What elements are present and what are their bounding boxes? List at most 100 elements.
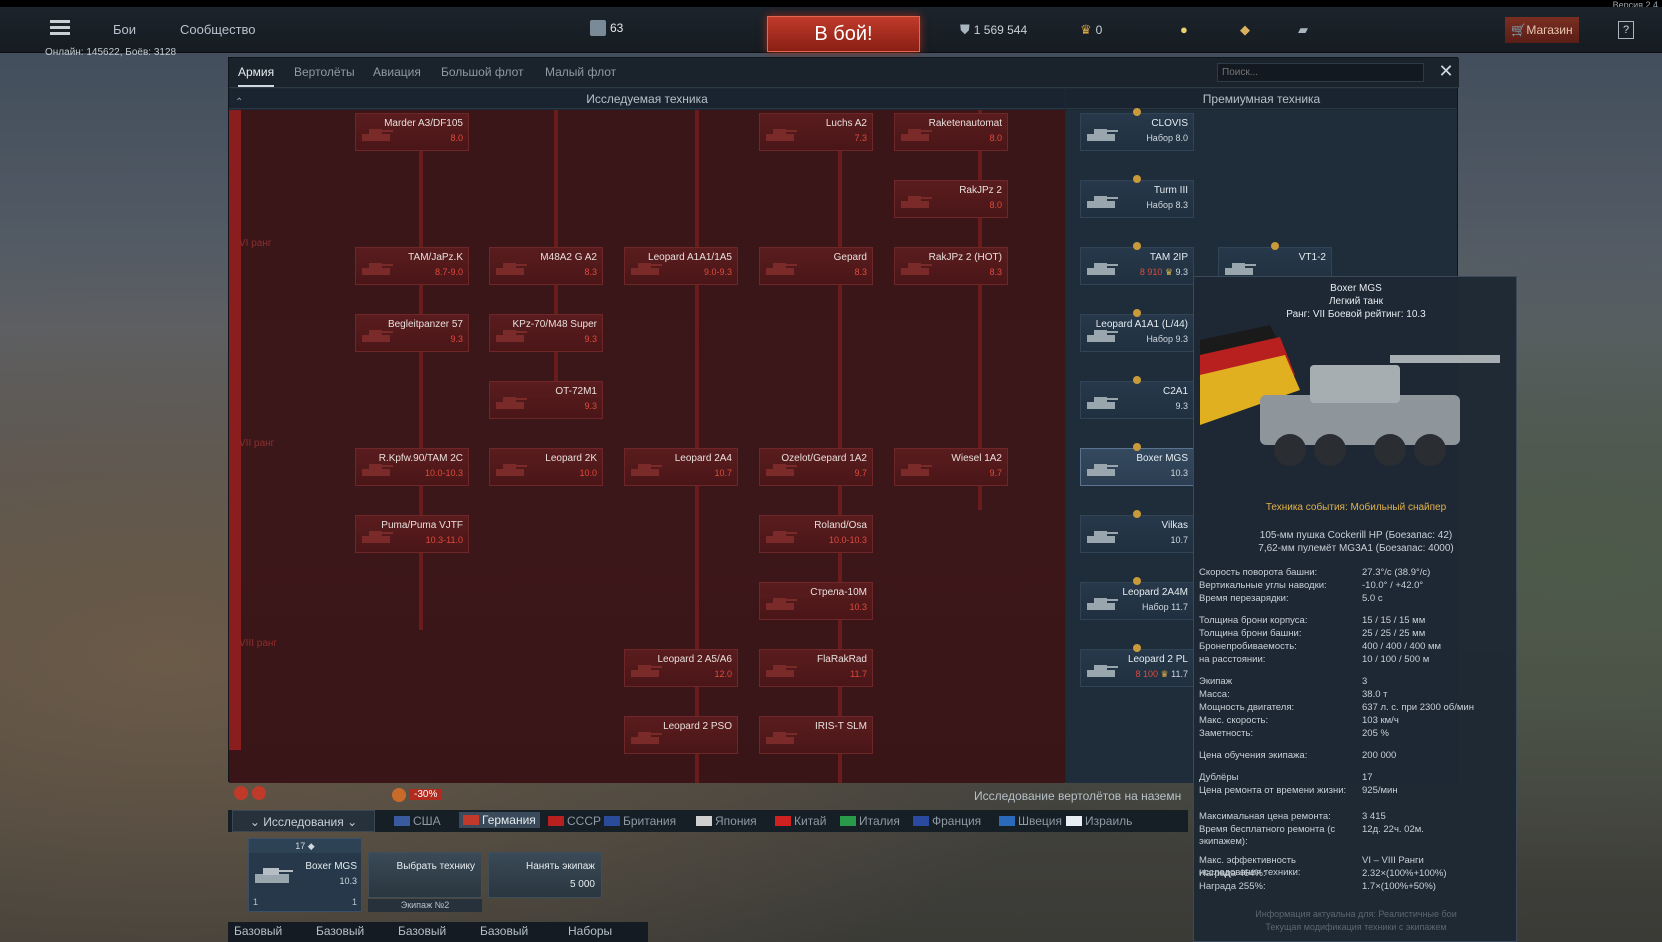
stat-key: Дублёры bbox=[1199, 772, 1239, 783]
tree-vehicle-card[interactable]: IRIS-T SLM bbox=[759, 716, 873, 754]
nation-tab[interactable]: Франция bbox=[913, 814, 981, 828]
vehicle-br: 9.3 bbox=[584, 401, 597, 411]
lightbulb-icon[interactable]: ● bbox=[1180, 22, 1188, 37]
crew-level: 1 bbox=[253, 897, 259, 907]
battles-link[interactable]: Бои bbox=[113, 22, 137, 37]
tank-icon bbox=[766, 665, 797, 677]
close-icon[interactable]: ✕ bbox=[1438, 61, 1454, 81]
preset-tab[interactable]: Базовый bbox=[234, 924, 283, 938]
nation-tab[interactable]: Япония bbox=[696, 814, 757, 828]
rank-mark-8: VIII ранг bbox=[239, 638, 278, 649]
vehicle-name: Raketenautomat bbox=[928, 118, 1002, 129]
tab-aviation[interactable]: Авиация bbox=[373, 65, 421, 79]
tab-helicopters[interactable]: Вертолёты bbox=[294, 65, 355, 79]
nation-tab[interactable]: Германия bbox=[459, 812, 540, 828]
tab-coastal[interactable]: Малый флот bbox=[545, 65, 617, 79]
nation-label: Германия bbox=[482, 813, 536, 827]
preset-tab[interactable]: Базовый bbox=[480, 924, 529, 938]
nation-label: Швеция bbox=[1018, 814, 1062, 828]
vehicle-name: Roland/Osa bbox=[814, 520, 867, 531]
crew-vehicle-br: 10.3 bbox=[339, 876, 357, 886]
shop-label: Магазин bbox=[1526, 23, 1573, 37]
stat-value: 27.3°/с (38.9°/с) bbox=[1362, 567, 1431, 578]
crew-slot-vehicle[interactable]: 17 ◆ Boxer MGS 10.3 1 1 bbox=[248, 838, 362, 912]
choose-vehicle-button[interactable]: Выбрать технику bbox=[368, 852, 482, 898]
nation-tab[interactable]: Британия bbox=[604, 814, 676, 828]
tab-army[interactable]: Армия bbox=[238, 65, 275, 87]
shop-button[interactable]: 🛒Магазин bbox=[1505, 17, 1579, 43]
vehicle-name: FlaRakRad bbox=[816, 654, 867, 665]
nation-tab[interactable]: Швеция bbox=[999, 814, 1062, 828]
tree-vehicle-card[interactable]: Leopard 2 PSO bbox=[624, 716, 738, 754]
tab-bluewater[interactable]: Большой флот bbox=[441, 65, 524, 79]
community-link[interactable]: Сообщество bbox=[180, 22, 256, 37]
to-battle-button[interactable]: В бой! bbox=[767, 16, 920, 52]
hire-crew-button[interactable]: Нанять экипаж 5 000 bbox=[488, 852, 602, 898]
sale-icon bbox=[252, 786, 266, 800]
nation-tab[interactable]: СССР bbox=[548, 814, 601, 828]
nation-tab[interactable]: Израиль bbox=[1066, 814, 1132, 828]
coupon-icon[interactable]: ▰ bbox=[1298, 22, 1308, 37]
collapse-icon[interactable]: ⌃ bbox=[235, 97, 244, 108]
presets-tab[interactable]: Наборы bbox=[568, 924, 613, 938]
nation-tab[interactable]: Китай bbox=[775, 814, 826, 828]
player-rank[interactable]: 63 bbox=[590, 20, 623, 36]
discount-badges[interactable] bbox=[234, 786, 266, 800]
preset-tab[interactable]: Базовый bbox=[316, 924, 365, 938]
flag-icon bbox=[463, 815, 479, 825]
notification-icon[interactable]: ◆ bbox=[1240, 22, 1250, 37]
research-tab[interactable]: ⌄ Исследования ⌄ bbox=[232, 810, 375, 832]
help-button[interactable]: ? bbox=[1618, 21, 1634, 39]
nation-tab[interactable]: Италия bbox=[840, 814, 900, 828]
nation-label: Япония bbox=[715, 814, 757, 828]
hamburger-menu-icon[interactable] bbox=[50, 20, 70, 36]
vehicle-br: 12.0 bbox=[714, 669, 732, 679]
top-bar: Бои Сообщество Онлайн: 145622, Боёв: 312… bbox=[0, 7, 1662, 58]
tree-vehicle-card[interactable]: RakJPz 2 (HOT)8.3 bbox=[894, 247, 1008, 285]
tank-icon bbox=[362, 531, 393, 543]
vehicle-name: Marder A3/DF105 bbox=[384, 118, 463, 129]
vehicle-name: Leopard 2 A5/A6 bbox=[657, 654, 732, 665]
tree-vehicle-card[interactable]: Leopard 2 A5/A6 12.0 bbox=[624, 649, 738, 687]
stat-key: Вертикальные углы наводки: bbox=[1199, 580, 1327, 591]
preset-tab[interactable]: Базовый bbox=[398, 924, 447, 938]
golden-eagles[interactable]: ♛ 0 bbox=[1080, 22, 1102, 38]
nation-tab[interactable]: США bbox=[394, 814, 441, 828]
flag-icon bbox=[1066, 816, 1082, 826]
stat-key: Масса: bbox=[1199, 689, 1230, 700]
vehicle-name: Ozelot/Gepard 1A2 bbox=[781, 453, 867, 464]
tank-icon bbox=[1087, 598, 1118, 610]
rank-mark-6: VI ранг bbox=[239, 238, 272, 249]
discount-badge: -30% bbox=[410, 789, 442, 800]
premium-vehicle-card[interactable]: Leopard A1A1 (L/44)Набор 9.3 bbox=[1080, 309, 1194, 352]
search-input[interactable] bbox=[1217, 63, 1424, 82]
